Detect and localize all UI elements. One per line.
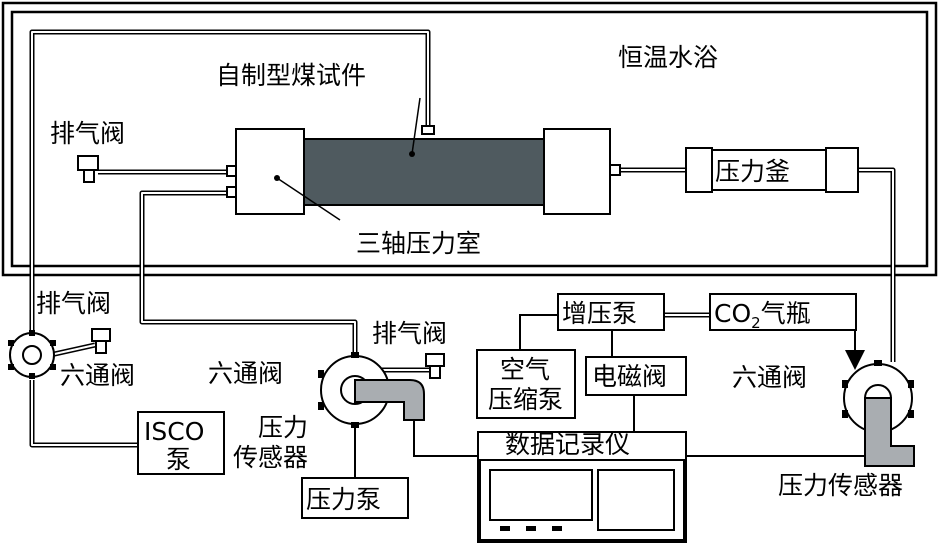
pressure-sensor-middle-label-line1: 压力 [258,413,308,442]
booster-pump-label: 增压泵 [562,299,637,328]
co2-cylinder-prefix: CO [714,299,751,328]
vent-valve-middle-label: 排气阀 [372,319,447,348]
coal-sample-body [303,138,545,206]
pressure-sensor-middle-label-line2: 传感器 [233,443,308,472]
vent-valve-left-label: 排气阀 [36,289,111,318]
air-compressor-box [476,349,576,419]
vent-valve-middle-icon [425,353,445,379]
pressure-pump-box [301,477,409,519]
coal-sample-label: 自制型煤试件 [216,61,366,90]
vent-valve-top-icon [77,155,99,183]
six-way-valve-middle-label: 六通阀 [208,359,283,388]
co2-cylinder-suffix: 气瓶 [761,299,811,328]
data-recorder-label: 数据记录仪 [505,430,630,459]
triaxial-chamber [226,97,621,221]
data-recorder [477,431,687,543]
air-compressor-label-line1: 空气 [500,355,550,384]
triaxial-chamber-label: 三轴压力室 [356,229,481,258]
thermostatic-bath-label: 恒温水浴 [618,43,718,72]
six-way-valve-right-icon [842,360,915,467]
pressure-vessel [685,147,859,193]
thermostatic-bath-inner [10,10,929,268]
pressure-pump-label: 压力泵 [306,485,381,514]
isco-pump-label-line1: ISCO [144,417,204,446]
air-compressor-label-line2: 压缩泵 [488,385,563,414]
thermostatic-bath-outer [1,1,938,277]
six-way-valve-right-label: 六通阀 [732,363,807,392]
pressure-vessel-label: 压力釜 [715,157,790,186]
solenoid-valve-box [585,356,687,396]
pipes [29,29,896,448]
co2-cylinder-subscript: 2 [751,314,761,332]
booster-pump-box [557,293,665,331]
six-way-valve-left-icon [8,330,56,379]
vent-valve-top-label: 排气阀 [50,119,125,148]
pressure-sensor-right-label: 压力传感器 [778,471,903,500]
solenoid-valve-label: 电磁阀 [592,362,667,391]
co2-cylinder-box [709,293,857,331]
pressure-sensor-middle-icon [354,379,425,421]
isco-pump-box [137,411,225,475]
six-way-valve-left-label: 六通阀 [60,361,135,390]
co2-cylinder-label: CO2气瓶 [714,299,811,332]
vent-valve-left-icon [91,328,111,354]
isco-pump-label-line2: 泵 [166,445,191,474]
